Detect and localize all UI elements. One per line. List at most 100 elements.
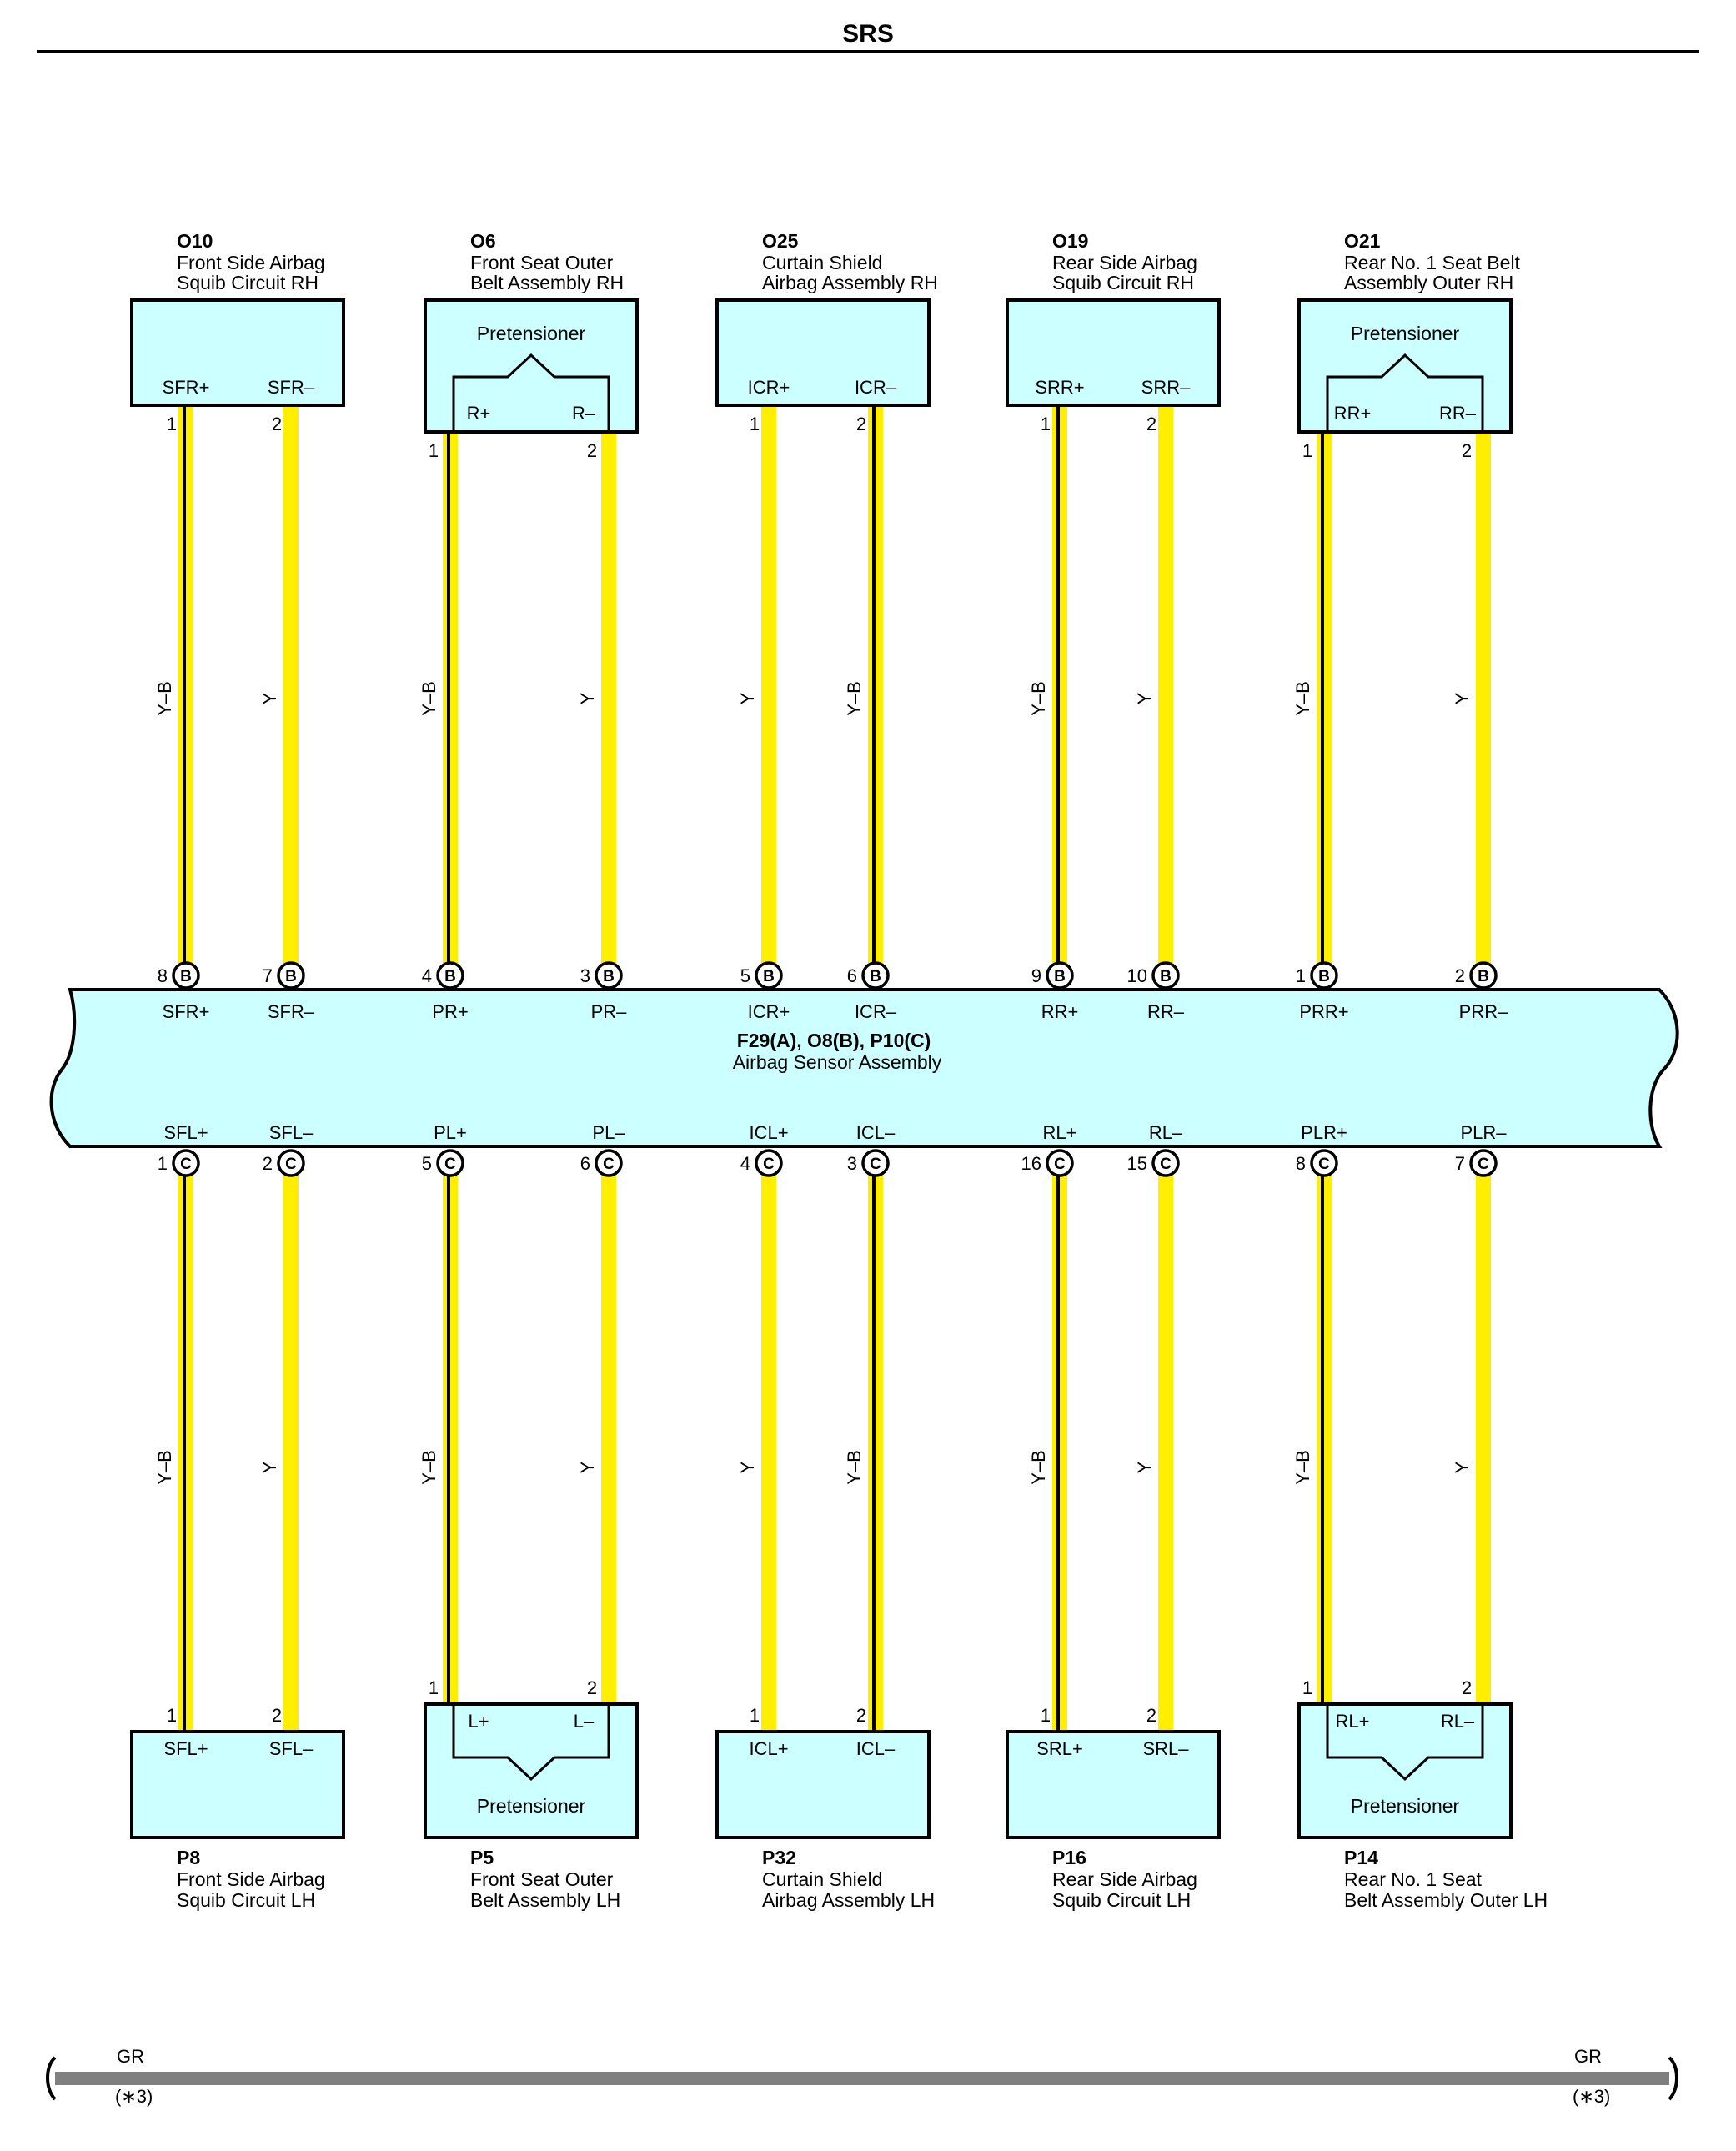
- pin-label: RL+: [1336, 1711, 1370, 1732]
- pin-number: 1: [1041, 1705, 1051, 1726]
- pin-label: R–: [572, 403, 596, 424]
- wire-color-label: Y: [737, 692, 758, 704]
- wire-insulation: [761, 406, 776, 963]
- component-desc: Front Seat Outer: [470, 1868, 614, 1890]
- pin-label: SRL+: [1036, 1738, 1083, 1759]
- ground-wire-group: GR (∗3) GR (∗3): [46, 2046, 1678, 2107]
- wire-top-8: [1317, 434, 1332, 963]
- component-code: O6: [470, 230, 496, 252]
- pin-label: SRR+: [1035, 377, 1084, 398]
- wire-color-label: Y: [1134, 1461, 1155, 1473]
- pin-number: 2: [587, 1677, 597, 1698]
- ecu-connector-codes: F29(A), O8(B), P10(C): [737, 1030, 931, 1051]
- pin-number: 1: [167, 414, 177, 434]
- terminal-pin-number: 7: [1455, 1153, 1465, 1174]
- terminal-circle: [436, 1149, 464, 1177]
- pin-label: SFR+: [163, 377, 210, 398]
- wire-insulation: [601, 1176, 616, 1704]
- wire-stripe: [183, 406, 186, 963]
- component-box: [1006, 298, 1221, 407]
- wire-top-1: [283, 406, 299, 963]
- page-title: SRS: [842, 20, 894, 48]
- terminal-circle: [1469, 1149, 1498, 1177]
- ecu-bottom-terminals: C1SFL+C2SFL–C5PL+C6PL–C4ICL+C3ICL–C16RL+…: [158, 1122, 1507, 1177]
- component-desc: Belt Assembly RH: [470, 272, 624, 293]
- wire-color-label: Y–B: [419, 1450, 439, 1485]
- wire-color-label: Y–B: [844, 681, 865, 716]
- wire-insulation: [761, 1176, 776, 1732]
- component-desc: Front Seat Outer: [470, 252, 614, 273]
- wire-stripe: [872, 406, 876, 963]
- component-desc: Rear No. 1 Seat: [1344, 1868, 1483, 1890]
- pin-number: 1: [750, 1705, 760, 1726]
- wire-color-label: Y: [1452, 1461, 1473, 1473]
- terminal-pin-number: 3: [847, 1153, 857, 1174]
- ground-note-left: (∗3): [115, 2086, 153, 2107]
- component-code: O19: [1052, 230, 1088, 252]
- ground-color-right: GR: [1574, 2046, 1602, 2067]
- terminal-label: PR+: [432, 1001, 468, 1022]
- terminal-circle: [1310, 961, 1338, 990]
- component-desc: Squib Circuit LH: [177, 1889, 315, 1911]
- wire-bottom-5: [868, 1176, 883, 1732]
- pin-label: SRL–: [1142, 1738, 1189, 1759]
- pretensioner-label: Pretensioner: [1351, 323, 1460, 344]
- terminal-pin-number: 6: [847, 965, 857, 986]
- pin-label: ICL–: [856, 1738, 896, 1759]
- terminal-circle: [1151, 1149, 1180, 1177]
- terminal-pin-number: 15: [1127, 1153, 1147, 1174]
- pin-number: 2: [1146, 414, 1156, 434]
- terminal-circle: [1151, 961, 1180, 990]
- pretensioner-label: Pretensioner: [477, 1795, 586, 1817]
- component-code: O21: [1344, 230, 1381, 252]
- pin-label: ICR+: [748, 377, 790, 398]
- terminal-connector-letter: B: [1478, 968, 1489, 985]
- component-desc: Assembly Outer RH: [1344, 272, 1513, 293]
- wire-bottom-9: [1476, 1176, 1491, 1704]
- ground-note-right: (∗3): [1573, 2086, 1610, 2107]
- pin-label: ICR–: [855, 377, 897, 398]
- component-desc: Rear Side Airbag: [1052, 1868, 1197, 1890]
- terminal-pin-number: 2: [263, 1153, 273, 1174]
- wire-stripe: [872, 1176, 876, 1732]
- pin-number: 1: [1302, 1677, 1312, 1698]
- wire-color-label: Y: [737, 1461, 758, 1473]
- terminal-label: ICL+: [749, 1122, 788, 1143]
- pin-label: SFL–: [269, 1738, 314, 1759]
- terminal-pin-number: 1: [158, 1153, 168, 1174]
- wire-insulation: [1158, 1176, 1173, 1732]
- component-desc: Curtain Shield: [762, 1868, 882, 1890]
- terminal-pin-number: 1: [1296, 965, 1306, 986]
- pretensioner-label: Pretensioner: [1351, 1795, 1460, 1817]
- terminal-circle: [436, 961, 464, 990]
- component-box: [424, 1702, 639, 1839]
- wire-color-label: Y–B: [1292, 681, 1313, 716]
- terminal-label: SFR+: [163, 1001, 210, 1022]
- component-desc: Belt Assembly Outer LH: [1344, 1889, 1548, 1911]
- terminal-pin-number: 3: [580, 965, 590, 986]
- component-code: P14: [1344, 1847, 1378, 1868]
- terminal-label: PL+: [434, 1122, 467, 1143]
- terminal-circle: [861, 1149, 890, 1177]
- pin-label: SFR–: [268, 377, 315, 398]
- wire-bottom-3: [601, 1176, 616, 1704]
- terminal-connector-letter: C: [1054, 1156, 1066, 1173]
- wire-insulation: [283, 406, 299, 963]
- wire-bottom-0: [178, 1176, 193, 1732]
- terminal-circle: [1310, 1149, 1338, 1177]
